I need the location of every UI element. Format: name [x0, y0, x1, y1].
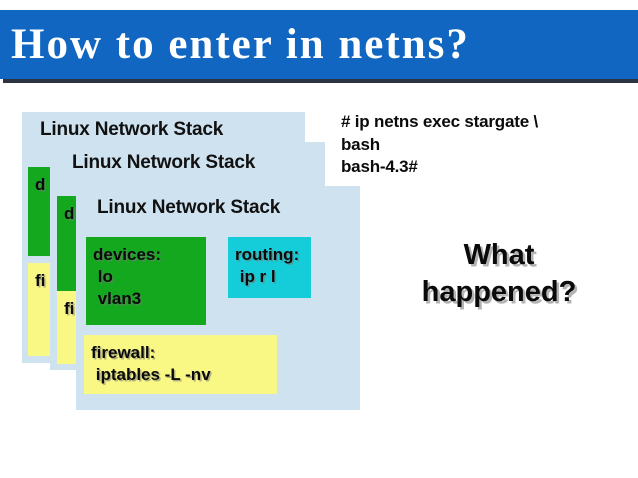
card-2-header: Linux Network Stack [72, 152, 256, 173]
card-1-firewall-chip: fi [28, 263, 53, 356]
card-1-devices-chip: d [28, 167, 53, 256]
page-title: How to enter in netns? [11, 21, 470, 68]
terminal-command-text: # ip netns exec stargate \ bash bash-4.3… [341, 112, 538, 177]
what-happened-callout: What happened? [421, 239, 577, 308]
card-3-routing-chip: routing: ip r l [228, 237, 311, 298]
card-1-header: Linux Network Stack [40, 119, 224, 140]
card-3-firewall-chip: firewall: iptables -L -nv [84, 335, 277, 394]
card-3-header: Linux Network Stack [97, 197, 281, 218]
slide-title-banner: How to enter in netns? [0, 10, 638, 79]
card-3-devices-chip: devices: lo vlan3 [86, 237, 206, 325]
title-banner-shadow [3, 79, 638, 83]
